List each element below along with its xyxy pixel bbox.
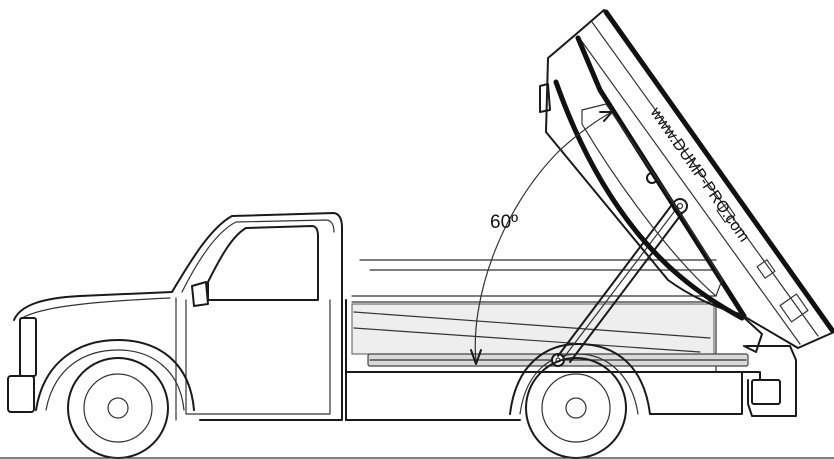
angle-indicator: 60º	[470, 111, 613, 365]
angle-label: 60º	[490, 212, 518, 233]
truck-cab	[7, 212, 343, 421]
website-label: www.DUMP-PRO.com	[646, 104, 752, 246]
front-wheel	[67, 357, 169, 459]
dump-body-raised: www.DUMP-PRO.com	[539, 9, 834, 353]
angle-arrowhead-bottom	[470, 349, 482, 365]
angle-arrowhead-top	[599, 111, 613, 122]
